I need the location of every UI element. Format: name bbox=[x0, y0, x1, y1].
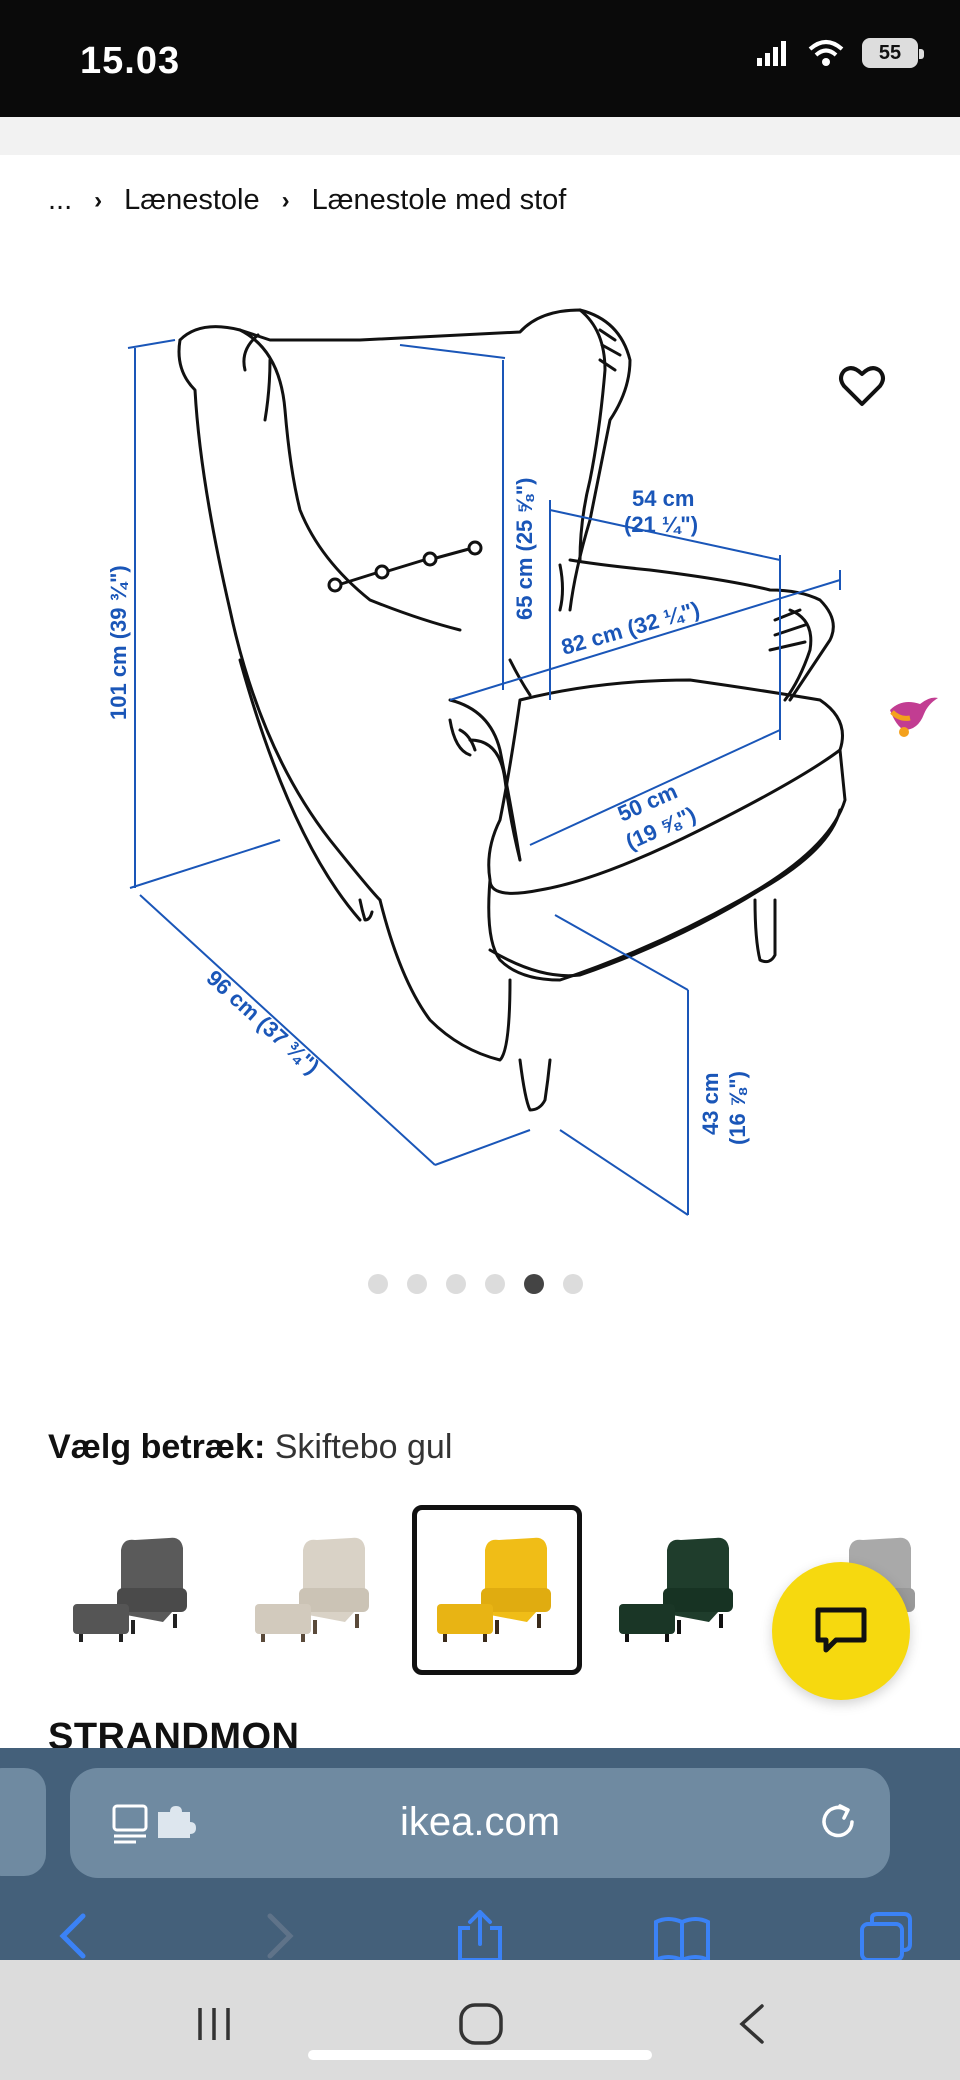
url-text: ikea.com bbox=[399, 1800, 561, 1844]
breadcrumb-item-armchairs[interactable]: Lænestole bbox=[124, 184, 260, 216]
chevron-right-icon: › bbox=[281, 186, 290, 214]
dimension-lines bbox=[127, 339, 841, 1216]
breadcrumb: ... › Lænestole › Lænestole med stof bbox=[48, 184, 566, 217]
carousel-dot[interactable] bbox=[485, 1274, 505, 1294]
tabs-icon[interactable] bbox=[858, 1910, 914, 1960]
previous-tab-preview[interactable] bbox=[0, 1768, 46, 1876]
dimension-seat-height-cm: 43 cm bbox=[698, 1073, 723, 1135]
armchair-thumbnail-icon bbox=[255, 1537, 369, 1642]
dimension-seat-height-in: (16 ⅞") bbox=[725, 1071, 750, 1145]
dimension-labels: 101 cm (39 ¾") 65 cm (25 ⅝") 54 cm (21 ¼… bbox=[106, 477, 750, 1145]
book-icon[interactable] bbox=[652, 1910, 712, 1960]
carousel-dot-active[interactable] bbox=[524, 1274, 544, 1294]
heart-outline-icon[interactable] bbox=[836, 360, 888, 412]
chevron-right-icon: › bbox=[94, 186, 103, 214]
swatch-green[interactable] bbox=[594, 1505, 764, 1675]
breadcrumb-ellipsis[interactable]: ... bbox=[48, 184, 73, 216]
signal-icon bbox=[757, 41, 786, 66]
chevron-right-icon[interactable] bbox=[262, 1910, 296, 1960]
dimension-height-total: 101 cm (39 ¾") bbox=[106, 565, 131, 720]
dimension-seat-width-top-in: (21 ¼") bbox=[624, 512, 698, 537]
chat-bubble-icon bbox=[815, 1607, 867, 1653]
armchair-drawing bbox=[177, 308, 847, 1112]
status-bar: 15.03 55 bbox=[0, 0, 960, 117]
wifi-icon bbox=[808, 40, 844, 66]
armchair-thumbnail-icon bbox=[73, 1537, 187, 1642]
dimension-back-height: 65 cm (25 ⅝") bbox=[512, 477, 537, 620]
product-dimension-image[interactable]: 101 cm (39 ¾") 65 cm (25 ⅝") 54 cm (21 ¼… bbox=[0, 280, 960, 1240]
reader-icon bbox=[112, 1804, 148, 1844]
address-bar[interactable]: ikea.com bbox=[70, 1768, 890, 1878]
status-time: 15.03 bbox=[80, 40, 181, 82]
share-icon[interactable] bbox=[454, 1910, 506, 1960]
chat-button[interactable] bbox=[772, 1562, 910, 1700]
home-indicator[interactable] bbox=[308, 2050, 652, 2060]
bird-icon[interactable] bbox=[880, 686, 940, 746]
status-icons: 55 bbox=[756, 38, 924, 68]
browser-nav-bar bbox=[0, 1910, 960, 1960]
armchair-thumbnail-icon bbox=[437, 1537, 551, 1642]
cover-swatch-list bbox=[48, 1505, 946, 1675]
swatch-beige[interactable] bbox=[230, 1505, 400, 1675]
armchair-thumbnail-icon bbox=[619, 1537, 733, 1642]
cover-selection-label: Vælg betræk: Skiftebo gul bbox=[48, 1428, 453, 1466]
carousel-dot[interactable] bbox=[446, 1274, 466, 1294]
page-menu-icons[interactable] bbox=[112, 1804, 196, 1844]
carousel-dot[interactable] bbox=[407, 1274, 427, 1294]
swatch-gray[interactable] bbox=[48, 1505, 218, 1675]
carousel-dot[interactable] bbox=[563, 1274, 583, 1294]
browser-toolbar: ikea.com bbox=[0, 1748, 960, 1960]
top-strip bbox=[0, 117, 960, 155]
home-icon[interactable] bbox=[458, 2002, 504, 2046]
carousel-dot[interactable] bbox=[368, 1274, 388, 1294]
dimension-depth: 96 cm (37 ¾") bbox=[202, 965, 325, 1079]
dimension-seat-width-top-cm: 54 cm bbox=[632, 486, 694, 511]
extension-icon bbox=[158, 1806, 196, 1838]
recent-apps-icon[interactable] bbox=[194, 2004, 234, 2044]
chevron-left-icon[interactable] bbox=[55, 1910, 89, 1960]
system-back-icon[interactable] bbox=[736, 2002, 768, 2046]
carousel-dots bbox=[368, 1274, 583, 1294]
reload-icon[interactable] bbox=[816, 1800, 860, 1844]
breadcrumb-item-fabric-armchairs[interactable]: Lænestole med stof bbox=[311, 184, 567, 216]
system-navigation-bar bbox=[0, 1960, 960, 2080]
swatch-yellow-selected[interactable] bbox=[412, 1505, 582, 1675]
cover-selected-value: Skiftebo gul bbox=[274, 1428, 453, 1466]
battery-indicator: 55 bbox=[862, 38, 924, 68]
